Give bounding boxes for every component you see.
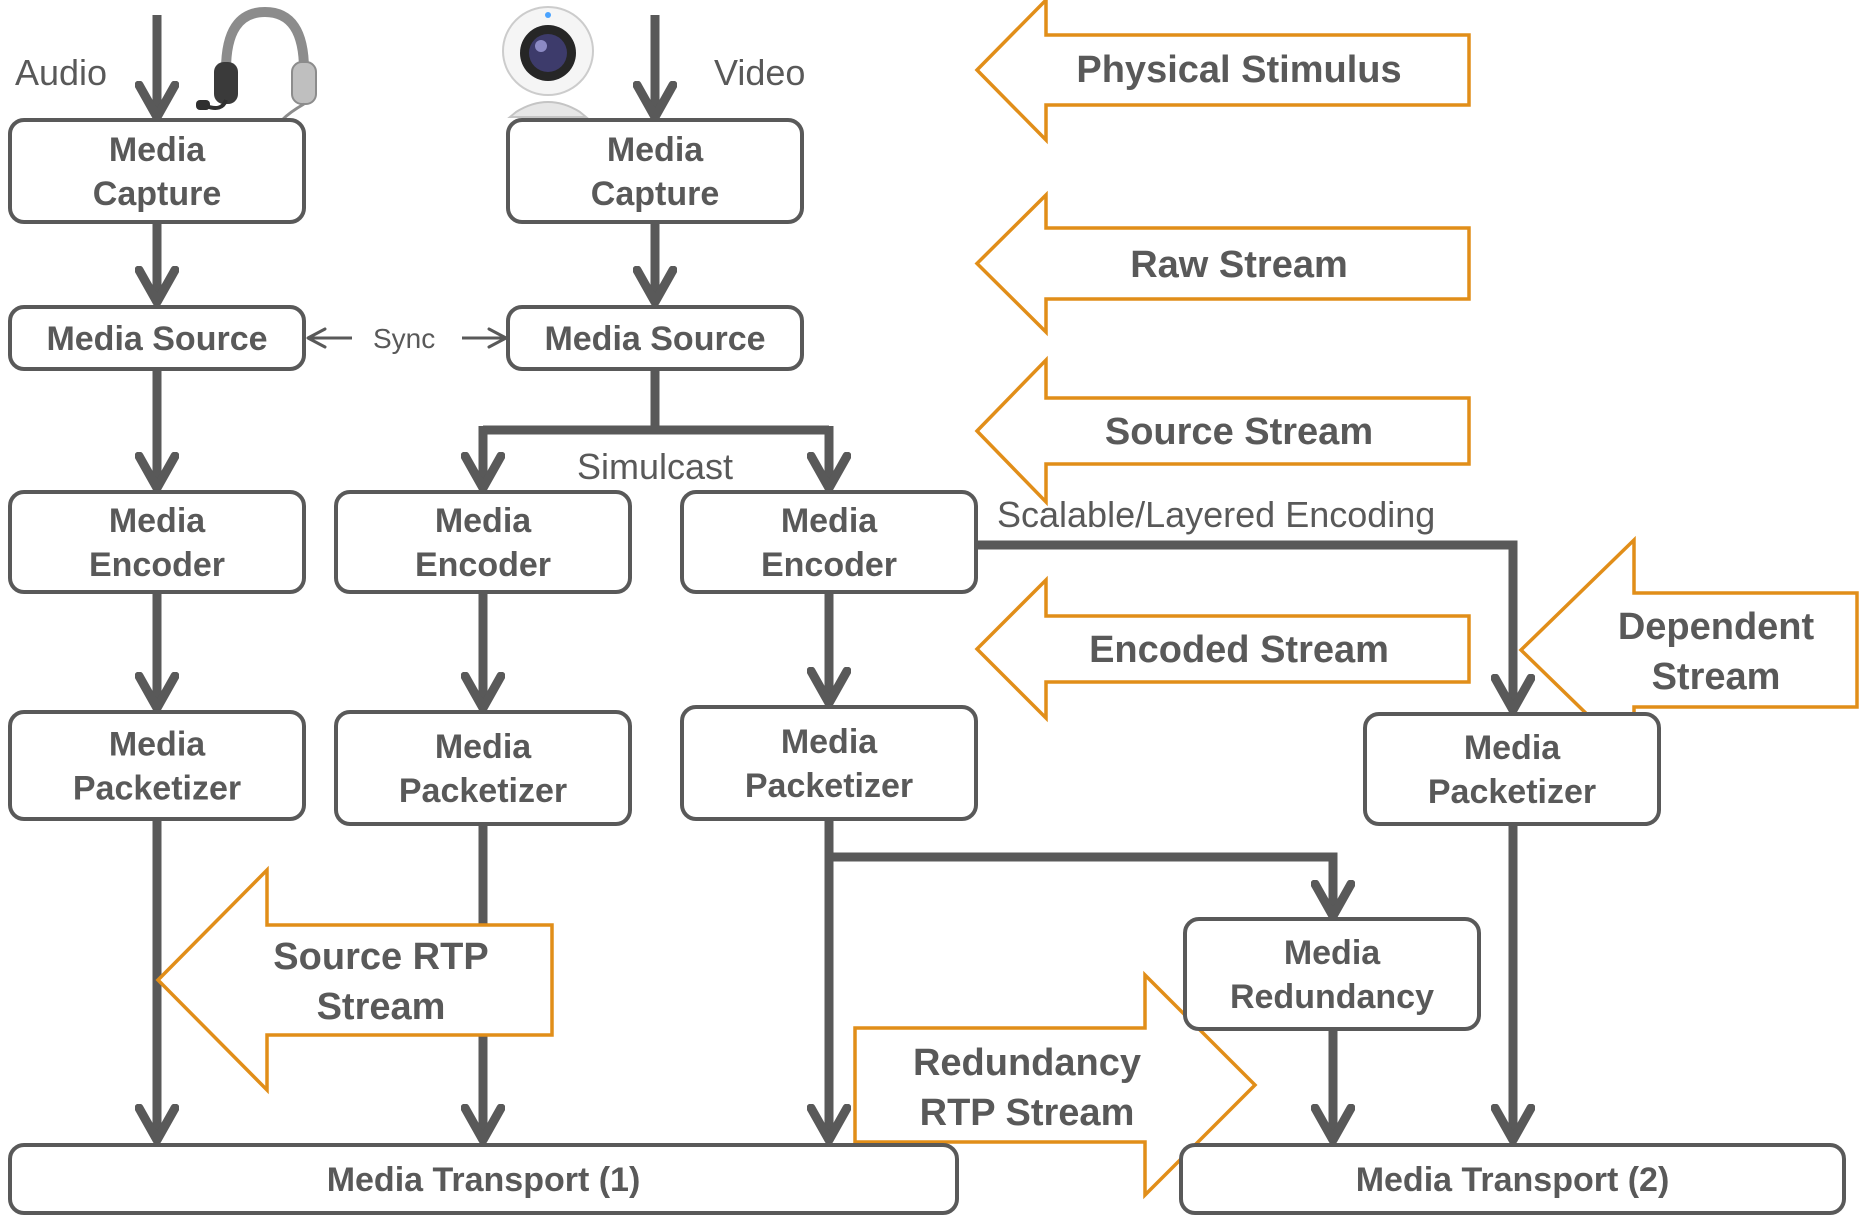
transport2-box: Media Transport (2): [1179, 1143, 1846, 1215]
simulcast-encoder-box-line-1: Media: [435, 502, 532, 540]
callout-encoded-line-1: Encoded Stream: [1089, 629, 1389, 671]
packetizer-to-redundancy-path: [829, 852, 1333, 916]
callout-redundancy-rtp-line-1: Redundancy: [913, 1042, 1141, 1084]
callout-source-rtp-line-1: Source RTP: [273, 936, 488, 978]
layered-packetizer-box-line-2: Packetizer: [745, 767, 913, 805]
audio-source-box-frame: [8, 305, 306, 371]
transport1-box-frame: [8, 1143, 959, 1215]
video-source-box-line-1: Media Source: [544, 320, 765, 358]
callout-dependent-line-2: Stream: [1652, 656, 1781, 698]
callout-physical-shape: [974, 0, 1471, 145]
redundancy-box-line-1: Media: [1284, 934, 1381, 972]
video-source-box: Media Source: [506, 305, 804, 371]
audio-packetizer-box-line-1: Media: [109, 726, 206, 764]
simulcast-label: Simulcast: [577, 446, 733, 487]
video-capture-box-frame: [506, 118, 804, 224]
audio-encoder-box-line-1: Media: [109, 502, 206, 540]
redundancy-box-line-2: Redundancy: [1230, 978, 1434, 1016]
audio-capture-box-line-1: Media: [109, 131, 206, 169]
audio-packetizer-box-line-2: Packetizer: [73, 770, 241, 808]
callout-dependent-line-1: Dependent: [1618, 606, 1815, 648]
scalable-encoding-path: [975, 540, 1513, 710]
simulcast-encoder-box-line-2: Encoder: [415, 546, 551, 584]
audio-source-box: Media Source: [8, 305, 306, 371]
layered-encoder-box-line-1: Media: [781, 502, 878, 540]
callout-raw-line-1: Raw Stream: [1130, 244, 1348, 286]
dependent-packetizer-box-line-2: Packetizer: [1428, 773, 1596, 811]
audio-encoder-box-line-2: Encoder: [89, 546, 225, 584]
redundancy-box-frame: [1183, 917, 1481, 1031]
callout-physical-line-1: Physical Stimulus: [1076, 49, 1401, 91]
video-capture-box-line-2: Capture: [591, 175, 719, 213]
video-capture-box-line-1: Media: [607, 131, 704, 169]
callout-encoded: Encoded Stream: [974, 575, 1471, 723]
transport1-box-line-1: Media Transport (1): [327, 1161, 641, 1199]
audio-capture-box-frame: [8, 118, 306, 224]
callout-source-rtp: Source RTP Stream: [155, 865, 554, 1095]
transport1-box: Media Transport (1): [8, 1143, 959, 1215]
dependent-packetizer-box-frame: [1363, 712, 1661, 826]
video-label: Video: [714, 52, 805, 93]
simulcast-packetizer-box-line-2: Packetizer: [399, 772, 567, 810]
callout-redundancy-rtp-shape: [853, 970, 1258, 1200]
callout-encoded-shape: [974, 575, 1471, 723]
callout-source-stream: Source Stream: [974, 355, 1471, 507]
callout-raw: Raw Stream: [974, 190, 1471, 337]
callout-source-rtp-line-2: Stream: [317, 986, 446, 1028]
audio-capture-box-line-2: Capture: [93, 175, 221, 213]
scalable-layered-label: Scalable/Layered Encoding: [997, 494, 1435, 535]
layered-packetizer-box-line-1: Media: [781, 723, 878, 761]
callout-physical: Physical Stimulus: [974, 0, 1471, 145]
webcam-icon: [502, 6, 594, 118]
video-source-box-frame: [506, 305, 804, 371]
layered-encoder-box-frame: [680, 490, 978, 594]
audio-source-box-line-1: Media Source: [46, 320, 267, 358]
layered-encoder-box-line-2: Encoder: [761, 546, 897, 584]
audio-label: Audio: [15, 52, 107, 93]
callout-source-stream-shape: [974, 355, 1471, 507]
sync-label: Sync: [373, 323, 435, 354]
simulcast-encoder-box-frame: [334, 490, 632, 594]
audio-packetizer-box-frame: [8, 710, 306, 821]
headset-icon: [196, 6, 317, 122]
simulcast-split-line: [483, 370, 829, 435]
transport2-box-line-1: Media Transport (2): [1356, 1161, 1670, 1199]
callout-redundancy-rtp-line-2: RTP Stream: [920, 1092, 1135, 1134]
audio-encoder-box-frame: [8, 490, 306, 594]
callout-source-rtp-shape: [155, 865, 554, 1095]
simulcast-packetizer-box-frame: [334, 710, 632, 826]
layered-packetizer-box-frame: [680, 705, 978, 821]
dependent-packetizer-box-line-1: Media: [1464, 729, 1561, 767]
transport2-box-frame: [1179, 1143, 1846, 1215]
simulcast-packetizer-box-line-1: Media: [435, 728, 532, 766]
callout-raw-shape: [974, 190, 1471, 337]
callout-source-stream-line-1: Source Stream: [1105, 411, 1373, 453]
